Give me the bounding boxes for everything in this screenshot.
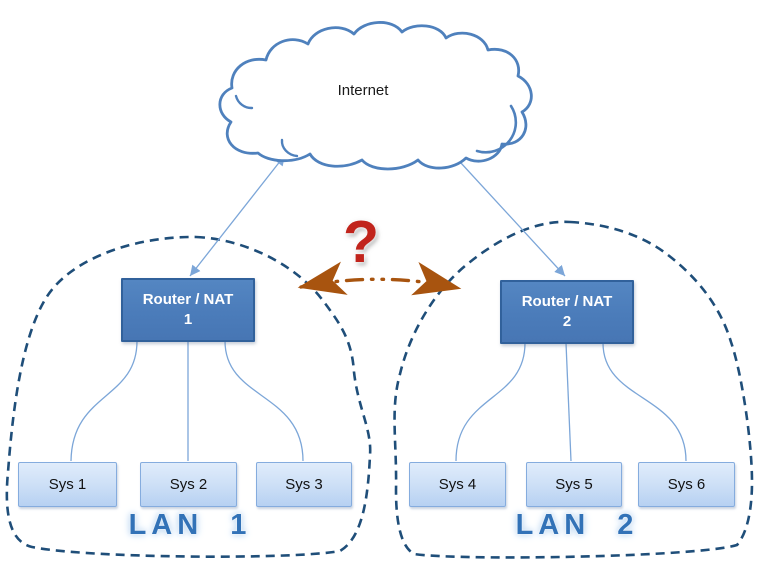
connector-router1-sys3 xyxy=(224,340,304,462)
cloud-inner-arc-bottom-left xyxy=(280,138,299,158)
router-2-box: Router / NAT 2 xyxy=(500,280,634,344)
connector-router2-sys5 xyxy=(565,342,572,462)
connector-cloud-router2 xyxy=(448,149,566,277)
internet-cloud xyxy=(218,21,533,171)
question-mark: ? xyxy=(342,209,380,275)
router-1-number: 1 xyxy=(183,311,193,328)
connector-router1-sys1 xyxy=(70,340,138,462)
connector-router2-sys6 xyxy=(602,342,687,462)
sys-2-box: Sys 2 xyxy=(140,462,237,507)
internet-label: Internet xyxy=(337,82,389,99)
sys-3-box: Sys 3 xyxy=(256,462,352,507)
sys-6-box: Sys 6 xyxy=(638,462,735,507)
sys-4-box: Sys 4 xyxy=(409,462,506,507)
lan-link-question-arrow xyxy=(297,261,462,296)
router-1-name: Router / NAT xyxy=(142,290,234,308)
cloud-inner-arc-left xyxy=(234,94,254,110)
lan-2-label: LAN 2 xyxy=(515,509,639,541)
connector-router2-sys4 xyxy=(455,342,526,462)
connector-cloud-router1 xyxy=(189,154,286,277)
sys-5-box: Sys 5 xyxy=(526,462,622,507)
router-1-box: Router / NAT 1 xyxy=(121,278,255,342)
lan-1-label: LAN 1 xyxy=(128,509,252,541)
lan-1-boundary xyxy=(5,235,372,558)
sys-1-box: Sys 1 xyxy=(18,462,117,507)
router-2-number: 2 xyxy=(562,313,572,330)
lan-2-boundary xyxy=(393,220,754,559)
router-2-name: Router / NAT xyxy=(521,292,613,310)
cloud-inner-arc-right xyxy=(475,104,518,154)
